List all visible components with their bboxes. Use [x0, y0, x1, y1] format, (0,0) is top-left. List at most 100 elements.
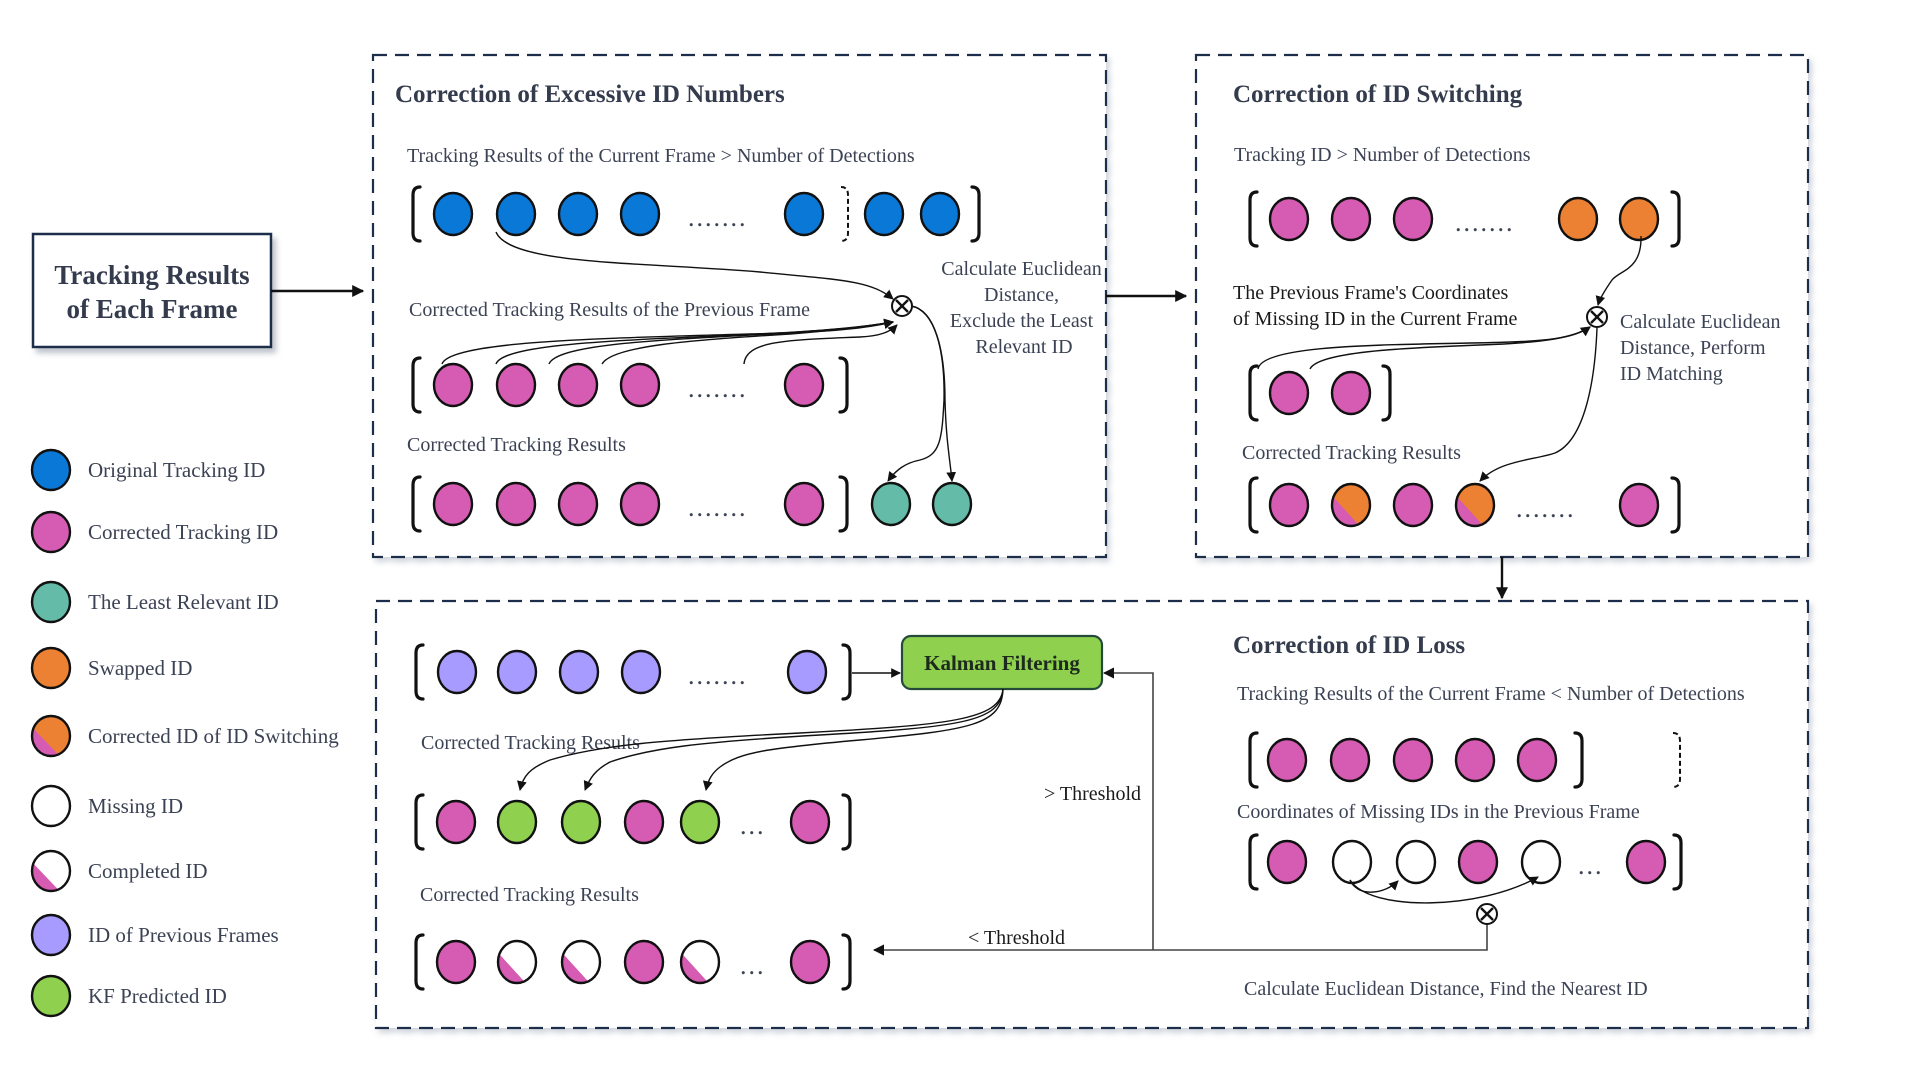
close-bracket: [838, 356, 849, 414]
id-corrected-icon: [789, 939, 831, 985]
legend-item: Swapped ID: [30, 646, 192, 690]
curve-match-to-least2: [910, 305, 957, 482]
legend-item: ID of Previous Frames: [30, 913, 279, 957]
open-bracket: [1248, 833, 1259, 891]
close-bracket: [841, 643, 852, 701]
id-least-relevant-icon: [931, 481, 973, 527]
id-swapped-icon: [1618, 196, 1660, 242]
legend-label: Swapped ID: [88, 656, 192, 680]
id-corrected-icon: [623, 799, 665, 845]
excessive-side-note-line: Exclude the Least: [950, 310, 1094, 332]
curve-prev-to-match: [743, 324, 898, 365]
id-missing-icon: [1520, 839, 1562, 885]
id-corrected-icon: [30, 510, 72, 554]
id-completed-icon: [560, 939, 602, 985]
switching-side-note-line: ID Matching: [1620, 363, 1723, 385]
legend-item: Completed ID: [30, 849, 208, 893]
id-corrected-icon: [1454, 737, 1496, 783]
id-corrected-icon: [1330, 370, 1372, 416]
curve-prev-to-match: [601, 318, 894, 365]
id-original-icon: [919, 191, 961, 237]
id-corrected-icon: [1392, 737, 1434, 783]
panel-switching-border: [1194, 53, 1810, 559]
id-corrected-icon: [1268, 370, 1310, 416]
match-operator-icon: [1586, 306, 1608, 328]
switching-row3: .......: [1248, 476, 1681, 534]
excessive-row2-label: Corrected Tracking Results of the Previo…: [409, 299, 810, 321]
id-missing-icon: [30, 784, 72, 828]
switching-row2: [1248, 364, 1392, 422]
id-swapped-icon: [30, 646, 72, 690]
kalman-filter-label: Kalman Filtering: [924, 651, 1080, 675]
id-original-icon: [30, 448, 72, 492]
id-least-relevant-icon: [870, 481, 912, 527]
id-missing-icon: [1331, 839, 1373, 885]
curve-match-to-corrected: [1479, 327, 1598, 482]
id-corrected-icon: [557, 362, 599, 408]
ellipsis-dots: .......: [688, 203, 748, 232]
close-bracket: [1672, 833, 1683, 891]
switching-row2-label-line: The Previous Frame's Coordinates: [1233, 282, 1508, 304]
open-bracket: [1248, 364, 1259, 422]
open-bracket: [414, 643, 425, 701]
id-corrected-icon: [1618, 482, 1660, 528]
excessive-side-note-line: Calculate Euclidean: [941, 258, 1101, 280]
id-corrected-icon: [1625, 839, 1667, 885]
id-corrected-icon: [1330, 196, 1372, 242]
panel-id-switching: Correction of ID Switching Tracking ID >…: [1194, 53, 1810, 559]
curve-kf-to-predicted: [517, 688, 1004, 791]
legend-label: Corrected Tracking ID: [88, 520, 278, 544]
legend-label: Missing ID: [88, 794, 183, 818]
close-bracket: [841, 793, 852, 851]
match-operator-icon: [891, 295, 913, 317]
id-original-icon: [432, 191, 474, 237]
close-bracket: [1381, 364, 1392, 422]
legend-label: Corrected ID of ID Switching: [88, 724, 339, 748]
open-bracket: [1248, 731, 1259, 789]
panel-excessive-id: Correction of Excessive ID Numbers Track…: [371, 53, 1108, 559]
id-original-icon: [495, 191, 537, 237]
loss-bottom-note: Calculate Euclidean Distance, Find the N…: [1244, 978, 1648, 1000]
id-previous-icon: [30, 913, 72, 957]
id-original-icon: [619, 191, 661, 237]
open-bracket: [1248, 476, 1259, 534]
ellipsis-dots: .......: [688, 374, 748, 403]
legend-item: KF Predicted ID: [30, 974, 227, 1018]
curve-missing-nearest: [1349, 876, 1539, 904]
curve-kf-to-predicted: [583, 688, 1004, 791]
id-previous-icon: [786, 649, 828, 695]
dashed-bracket: [1672, 732, 1681, 788]
panel-excessive-border: [371, 53, 1108, 559]
open-bracket: [414, 933, 425, 991]
id-corrected-icon: [1392, 482, 1434, 528]
id-corrected-icon: [783, 362, 825, 408]
ellipsis-dots: .......: [1455, 208, 1515, 237]
open-bracket: [414, 793, 425, 851]
id-original-icon: [863, 191, 905, 237]
close-bracket: [1670, 190, 1681, 248]
dashed-bracket: [840, 186, 849, 242]
excessive-side-note-line: Relevant ID: [975, 336, 1072, 358]
id-original-icon: [557, 191, 599, 237]
id-corrected-icon: [789, 799, 831, 845]
legend-item: The Least Relevant ID: [30, 580, 279, 624]
panel-loss-title: Correction of ID Loss: [1233, 632, 1465, 659]
curve-prev-coord-to-match: [1309, 326, 1591, 370]
id-corrected-icon: [1266, 839, 1308, 885]
open-bracket: [411, 475, 422, 533]
ellipsis-dots: ...: [1578, 851, 1604, 880]
id-kf-predicted-icon: [679, 799, 721, 845]
lt-threshold-label: < Threshold: [968, 927, 1065, 949]
id-corrected-icon: [1516, 737, 1558, 783]
legend-label: The Least Relevant ID: [88, 590, 279, 614]
panel-bottom: Correction of ID Loss Tracking Results o…: [374, 599, 1810, 1030]
excessive-row1: .......: [411, 185, 981, 243]
curve-current-to-match: [495, 231, 894, 300]
id-corrected-icon: [623, 939, 665, 985]
loss-row1-label: Tracking Results of the Current Frame < …: [1237, 683, 1745, 705]
id-corrected-icon: [1392, 196, 1434, 242]
id-previous-icon: [496, 649, 538, 695]
connectors: [271, 231, 1642, 956]
